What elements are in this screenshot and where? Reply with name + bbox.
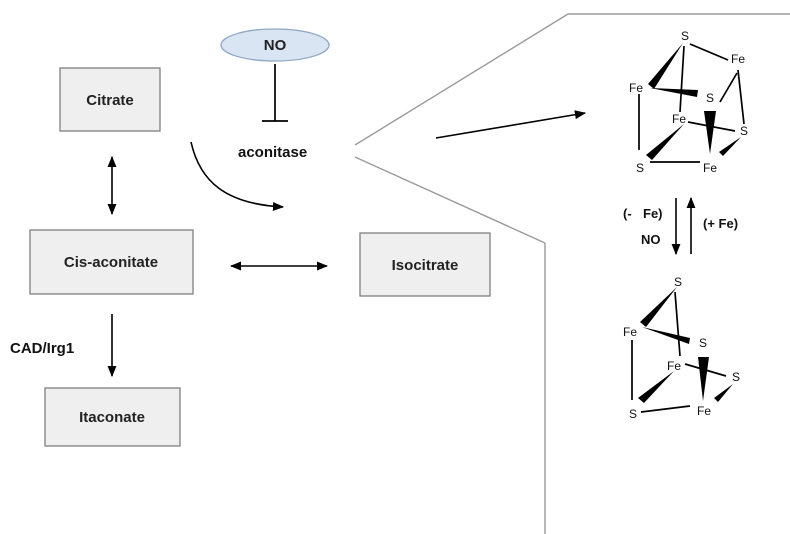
atom-label: Fe [667, 359, 681, 373]
itaconate-label: Itaconate [79, 409, 145, 426]
cluster-3fe-4s: S Fe S Fe S S Fe [623, 275, 740, 421]
atom-label: S [681, 29, 689, 43]
minus-fe-paren: (- [623, 206, 632, 221]
atom-label: S [706, 91, 714, 105]
no-node: NO [220, 28, 330, 62]
plus-fe-label: (+ Fe) [703, 216, 738, 231]
cad-irg1-label: CAD/Irg1 [10, 340, 74, 357]
atom-label: Fe [672, 112, 686, 126]
citrate-box: Citrate [59, 67, 161, 132]
atom-label: Fe [697, 404, 711, 418]
atom-label: Fe [629, 81, 643, 95]
cis-aconitate-box: Cis-aconitate [29, 229, 194, 295]
cluster-conversion: (- Fe) NO (+ Fe) [623, 196, 738, 256]
no-small-label: NO [641, 232, 661, 247]
cis-aconitate-label: Cis-aconitate [64, 254, 158, 271]
atom-label: S [629, 407, 637, 421]
no-inhibition [262, 64, 288, 122]
no-oval [220, 28, 330, 62]
atom-label: Fe [703, 161, 717, 175]
atom-label: Fe [731, 52, 745, 66]
citrate-label: Citrate [86, 92, 134, 109]
isocitrate-box: Isocitrate [359, 232, 491, 297]
cluster-4fe-4s: S Fe Fe S Fe S S Fe [629, 29, 748, 175]
atom-label: Fe [623, 325, 637, 339]
atom-label: S [699, 336, 707, 350]
itaconate-box: Itaconate [44, 387, 181, 447]
atom-label: S [740, 124, 748, 138]
atom-label: S [636, 161, 644, 175]
no-label: NO [264, 37, 287, 54]
atom-label: S [732, 370, 740, 384]
aconitase-curved-arrow [190, 141, 285, 211]
isocitrate-label: Isocitrate [392, 257, 459, 274]
zoom-arrow [435, 110, 587, 139]
zoom-divider [354, 13, 790, 534]
atom-label: S [674, 275, 682, 289]
minus-fe-label: Fe) [643, 206, 663, 221]
aconitase-label: aconitase [238, 144, 307, 161]
